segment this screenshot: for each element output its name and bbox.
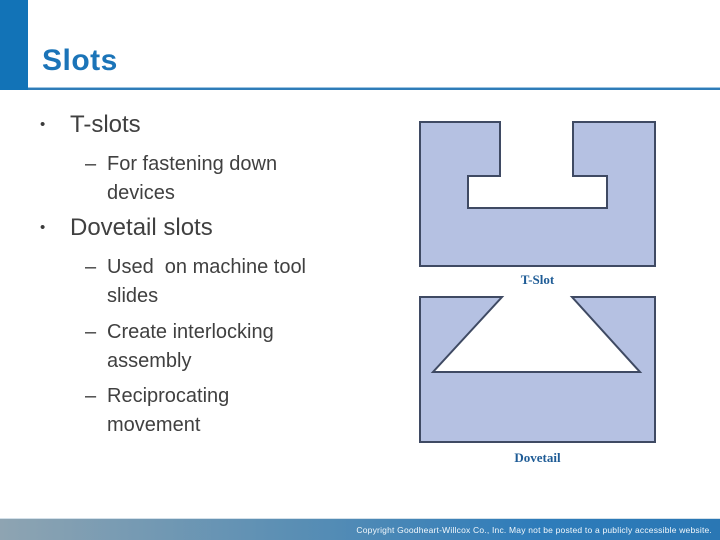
bullet-item-dovetail-slots: • Dovetail slots (40, 213, 390, 243)
bullet-marker: • (40, 219, 46, 236)
sub-bullet-machine-tool: – Used on machine tool slides (85, 253, 390, 311)
title-divider (28, 87, 720, 90)
dash-marker: – (85, 321, 97, 343)
figure-panel: T-Slot Dovetail (419, 121, 656, 467)
dash-marker: – (85, 256, 97, 278)
bullet-item-tslots: • T-slots (40, 110, 390, 140)
sub-bullet-text: Reciprocating movement (107, 385, 230, 436)
copyright-text: Copyright Goodheart-Willcox Co., Inc. Ma… (356, 524, 712, 535)
sub-bullet-text: Create interlocking assembly (107, 321, 274, 372)
footer-bar: Copyright Goodheart-Willcox Co., Inc. Ma… (0, 518, 720, 540)
bullet-list: • T-slots – For fastening down devices •… (40, 104, 390, 440)
bullet-marker: • (40, 116, 46, 133)
sub-bullet-fastening: – For fastening down devices (85, 150, 390, 208)
corner-accent-block (0, 0, 28, 90)
sub-bullet-reciprocating: – Reciprocating movement (85, 382, 390, 440)
sub-bullet-text: For fastening down devices (107, 153, 278, 204)
bullet-label: Dovetail slots (70, 214, 213, 241)
dovetail-caption: Dovetail (514, 450, 561, 465)
sub-bullet-text: Used on machine tool slides (107, 256, 307, 307)
bullet-label: T-slots (70, 111, 141, 138)
dovetail-diagram (419, 296, 656, 443)
dash-marker: – (85, 153, 97, 175)
dash-marker: – (85, 385, 97, 407)
slide-title: Slots (42, 44, 118, 77)
t-slot-caption: T-Slot (520, 272, 555, 287)
t-slot-diagram (419, 121, 656, 267)
sub-bullet-interlocking: – Create interlocking assembly (85, 318, 390, 376)
